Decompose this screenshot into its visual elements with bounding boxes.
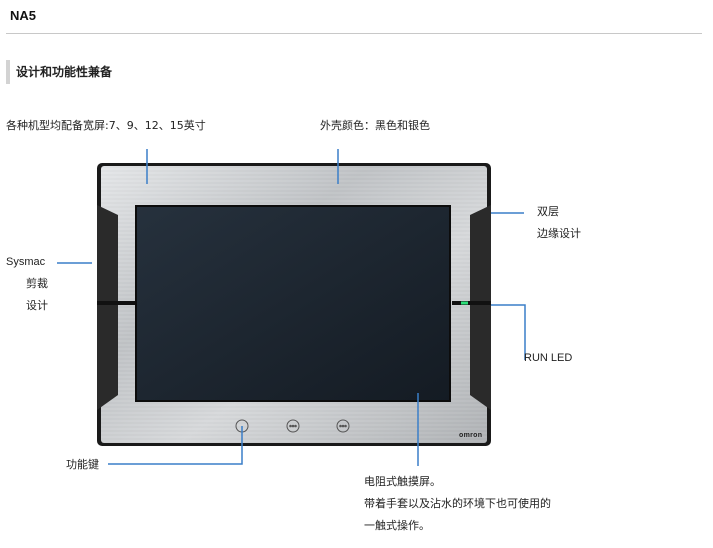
title-divider	[6, 33, 702, 34]
section-marker	[6, 60, 10, 84]
callout-double-layer-1: 双层	[537, 205, 559, 218]
brand-logo: omron	[459, 432, 483, 439]
touch-screen	[135, 205, 451, 402]
callout-sysmac-2: 剪裁	[26, 277, 48, 290]
right-side-edge	[470, 205, 491, 410]
page-title: NA5	[10, 8, 37, 23]
callout-sysmac-3: 设计	[26, 299, 48, 312]
callout-case-color: 外壳颜色：黑色和银色	[320, 119, 430, 132]
callout-sizes: 各种机型均配备宽屏:7、9、12、15英寸	[6, 119, 206, 132]
callout-run-led: RUN LED	[524, 352, 573, 364]
run-led	[461, 301, 468, 305]
callout-line-function-key	[108, 426, 243, 465]
function-key-3	[336, 419, 350, 433]
function-key-2	[286, 419, 300, 433]
callout-double-layer-2: 边缘设计	[537, 227, 581, 240]
callout-line-run-led	[491, 304, 526, 360]
callout-touch-screen-3: 一触式操作。	[364, 519, 430, 532]
callout-function-key: 功能键	[66, 458, 99, 471]
callout-sysmac-1: Sysmac	[6, 256, 46, 268]
callout-touch-screen-1: 电阻式触摸屏。	[364, 475, 441, 488]
section-title: 设计和功能性兼备	[16, 65, 113, 79]
left-side-edge	[97, 205, 118, 410]
callout-touch-screen-2: 带着手套以及沾水的环境下也可使用的	[364, 497, 551, 510]
